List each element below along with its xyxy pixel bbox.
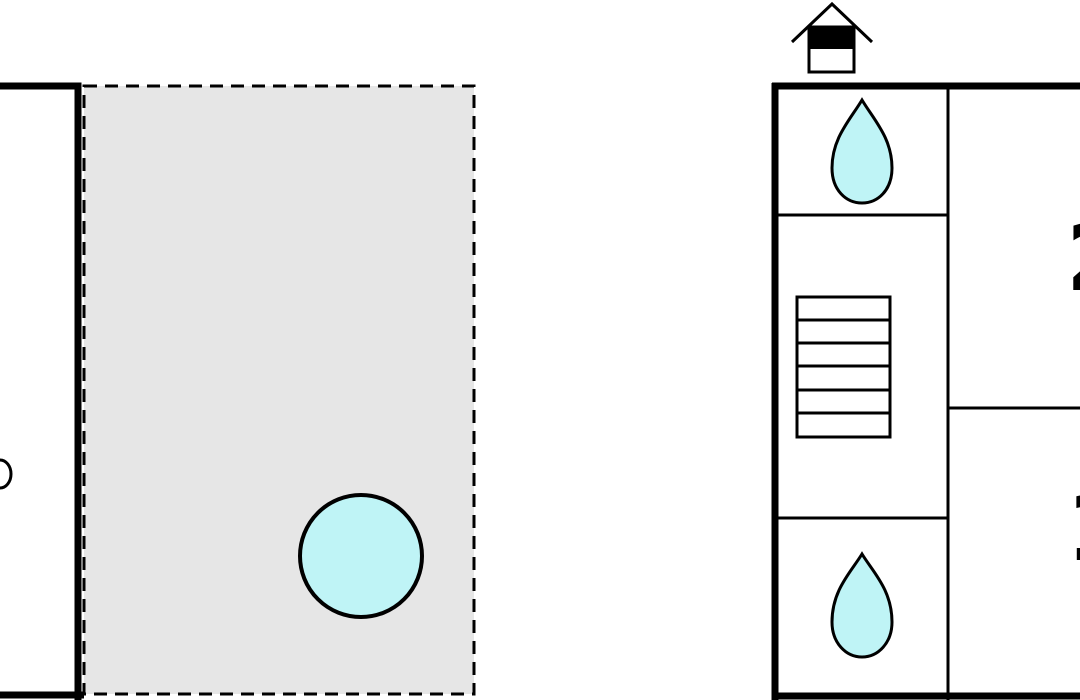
room-label-lower: 1: [1066, 475, 1080, 582]
water-drop-icon: [830, 551, 894, 659]
staircase-icon: [795, 295, 892, 439]
terrace: [82, 84, 476, 696]
water-drop-icon: [830, 97, 894, 205]
pool-circle-icon: [298, 493, 424, 619]
right-building: 2 1: [771, 82, 1080, 700]
left-room-wall: [0, 82, 82, 700]
room-label-upper: 2: [1066, 205, 1080, 312]
door-handle-icon: [0, 458, 13, 490]
left-room: [0, 82, 84, 700]
house-chimney-icon: [790, 1, 874, 74]
terrace-area: [82, 84, 476, 696]
